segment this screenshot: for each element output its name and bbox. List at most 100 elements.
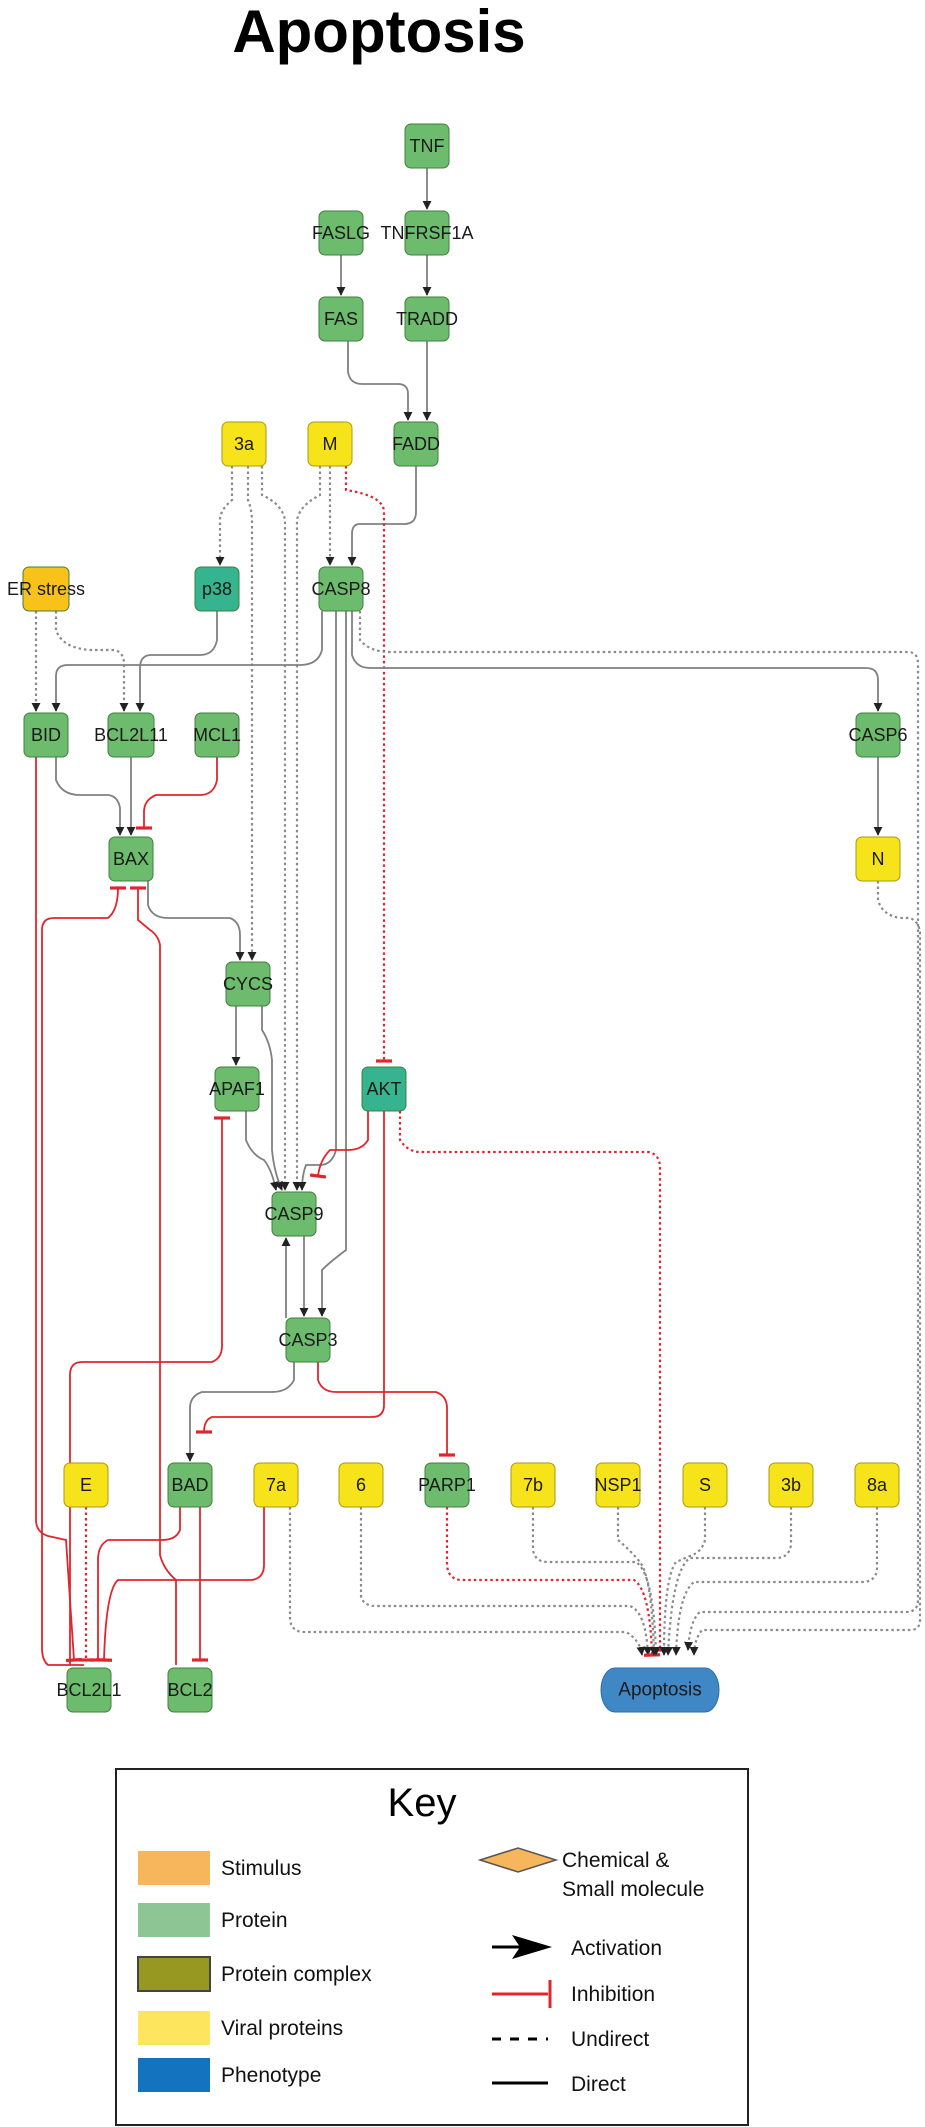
node-akt: AKT <box>361 1066 407 1112</box>
edge-3a-to-casp9 <box>260 466 290 1191</box>
node-box <box>682 1462 728 1508</box>
activation-arrowhead-icon <box>512 1935 552 1959</box>
node-parp1: PARP1 <box>418 1462 476 1508</box>
node-box <box>63 1462 109 1508</box>
legend-border <box>115 1768 749 2126</box>
node-s: S <box>682 1462 728 1508</box>
node-box <box>595 1462 641 1508</box>
edge-akt-to-bad <box>195 1111 385 1434</box>
node-box <box>221 421 267 467</box>
node-label: 8a <box>867 1475 888 1495</box>
node-apaf1: APAF1 <box>209 1066 265 1112</box>
node-label: PARP1 <box>418 1475 476 1495</box>
node-label: NSP1 <box>594 1475 641 1495</box>
node-7a: 7a <box>253 1462 299 1508</box>
edge-erstress-to-bcl2l11 <box>54 611 129 712</box>
legend-label-phenotype: Phenotype <box>221 2064 321 2087</box>
node-label: BAX <box>113 849 149 869</box>
legend-swatch-protein <box>138 1903 210 1937</box>
edge-fas-to-fadd <box>347 341 413 421</box>
node-bax: BAX <box>108 836 154 882</box>
edge-s-to-apoptosis <box>659 1507 707 1656</box>
node-label: APAF1 <box>209 1079 265 1099</box>
edge-akt-to-casp9 <box>309 1111 369 1179</box>
node-cycs: CYCS <box>223 961 273 1007</box>
edge-casp3-to-parp1 <box>317 1362 455 1457</box>
node-box <box>214 1066 260 1112</box>
node-m: M <box>307 421 353 467</box>
node-mcl1: MCL1 <box>193 712 241 758</box>
node-box <box>108 836 154 882</box>
node-fadd: FADD <box>392 421 440 467</box>
node-p38: p38 <box>194 566 240 612</box>
edge-bcl2l1-to-apaf1 <box>69 1116 230 1665</box>
legend-swatch-viral-proteins <box>138 2011 210 2045</box>
edge-m-to-akt <box>344 466 392 1063</box>
node-box <box>510 1462 556 1508</box>
node-label: BCL2L11 <box>94 725 168 745</box>
node-label: TRADD <box>396 309 458 329</box>
edge-n-to-apoptosis <box>689 881 922 1656</box>
node-label: AKT <box>366 1079 401 1099</box>
node-label: 6 <box>356 1475 366 1495</box>
node-label: N <box>872 849 885 869</box>
node-box <box>307 421 353 467</box>
edge-bcl2-to-bax <box>130 886 177 1665</box>
legend-swatch-protein-complex <box>137 1956 211 1992</box>
node-label: TNF <box>410 136 445 156</box>
edge-3a-to-p38 <box>215 466 234 566</box>
node-box <box>167 1667 213 1713</box>
node-box <box>167 1462 213 1508</box>
legend-edge-undirect: Undirect <box>571 2028 649 2051</box>
node-label: CASP6 <box>848 725 907 745</box>
node-box <box>271 1191 317 1237</box>
node-label: CYCS <box>223 974 273 994</box>
node-3a: 3a <box>221 421 267 467</box>
node-bcl2l1: BCL2L1 <box>56 1667 122 1713</box>
node-bcl2: BCL2 <box>167 1667 213 1713</box>
node-box <box>318 210 364 256</box>
node-label: M <box>323 434 338 454</box>
node-casp8: CASP8 <box>311 566 371 612</box>
node-tnf: TNF <box>404 123 450 169</box>
legend-swatch-phenotype <box>138 2058 210 2092</box>
node-fas: FAS <box>318 296 364 342</box>
node-erstress: ER stress <box>7 566 85 612</box>
node-7b: 7b <box>510 1462 556 1508</box>
edge-casp8-to-apoptosis <box>358 611 920 1651</box>
edge-bid-to-bax <box>55 757 125 836</box>
node-apoptosis: Apoptosis <box>600 1667 720 1713</box>
node-faslg: FASLG <box>312 210 370 256</box>
edge-bax-to-cycs <box>147 881 245 961</box>
edge-apaf1-to-casp9 <box>245 1111 279 1191</box>
node-label: S <box>699 1475 711 1495</box>
node-label: MCL1 <box>193 725 241 745</box>
edge-casp8-to-casp9 <box>297 611 337 1191</box>
node-label: BID <box>31 725 61 745</box>
node-label: FADD <box>392 434 440 454</box>
node-bad: BAD <box>167 1462 213 1508</box>
node-box <box>855 836 901 882</box>
node-box <box>253 1462 299 1508</box>
node-e: E <box>63 1462 109 1508</box>
node-casp9: CASP9 <box>264 1191 324 1237</box>
edge-8a-to-apoptosis <box>671 1507 879 1656</box>
node-label: 3b <box>781 1475 801 1495</box>
edge-bcl2l1-to-bax <box>41 886 127 1666</box>
node-label: FAS <box>324 309 358 329</box>
node-box <box>424 1462 470 1508</box>
node-box <box>318 296 364 342</box>
edge-fadd-to-casp8 <box>347 466 417 566</box>
node-label: BCL2 <box>167 1680 212 1700</box>
node-box <box>393 421 439 467</box>
legend-swatch-stimulus <box>138 1851 210 1885</box>
node-label: CASP3 <box>278 1330 337 1350</box>
node-casp6: CASP6 <box>848 712 908 758</box>
node-bid: BID <box>23 712 69 758</box>
edge-akt-to-apoptosis <box>398 1111 668 1652</box>
chemical-diamond-icon <box>477 1847 559 1873</box>
edge-parp1-to-apoptosis <box>445 1507 661 1657</box>
legend-label-protein: Protein <box>221 1909 288 1932</box>
edge-m-to-casp9 <box>292 466 322 1191</box>
